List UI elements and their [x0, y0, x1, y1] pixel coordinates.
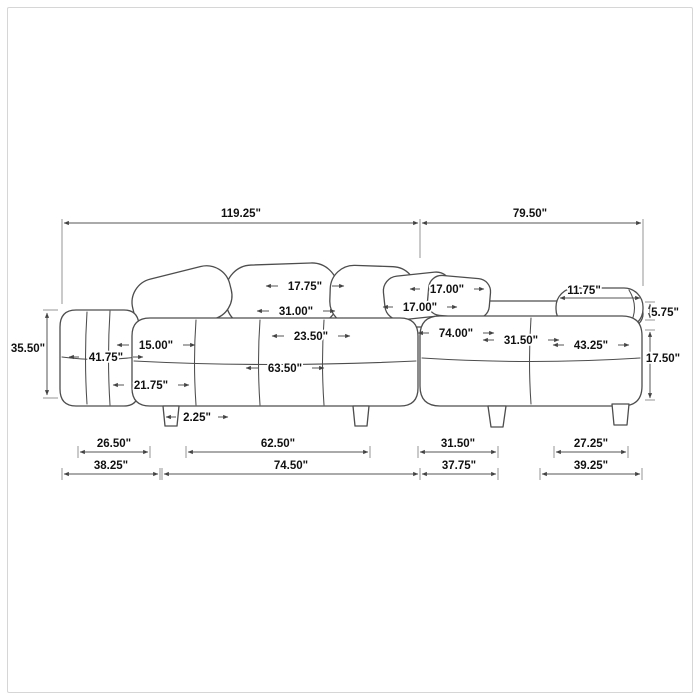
dim-label: 2.25" [183, 412, 211, 424]
dim-left-base-width: 38.25" [61, 458, 161, 480]
dim-label: 15.00" [139, 340, 173, 352]
dim-top-span-right: 79.50" [421, 206, 642, 226]
dim-label: 74.00" [439, 328, 473, 340]
dim-label: 26.50" [97, 438, 131, 450]
dim-label: 17.75" [288, 281, 322, 293]
dim-chaise-width-top: 31.50" [482, 333, 560, 349]
dim-overall-height: 35.50" [9, 309, 58, 399]
dim-back-rail-height: 5.75" [645, 301, 681, 321]
dim-label: 21.75" [134, 380, 168, 392]
dim-chaise-front-width: 27.25" [553, 436, 629, 458]
dim-label: 119.25" [221, 208, 261, 220]
seat-base [131, 317, 419, 407]
chaise-leg-left [487, 405, 507, 428]
dim-chaise-leg-span: 31.50" [417, 436, 499, 458]
dim-left-section-width: 74.50" [161, 458, 421, 480]
dim-label: 79.50" [513, 208, 547, 220]
dim-label: 41.75" [89, 352, 123, 364]
left-arm [59, 309, 140, 407]
sofa-leg-front-mid [352, 405, 370, 427]
dim-lumbar-pillow-b: 17.00" [382, 300, 458, 316]
dim-seat-to-floor: 17.50" [644, 329, 682, 401]
dim-arm-height-inner: 15.00" [116, 338, 196, 354]
dimension-annotations: 119.25" 79.50" 35.50" 26.50" [9, 206, 682, 480]
dim-chaise-base-width: 37.75" [421, 458, 499, 480]
dim-label: 63.50" [268, 363, 302, 375]
dim-label: 39.25" [574, 460, 608, 472]
dim-label: 74.50" [274, 460, 308, 472]
dim-chaise-cushion-width: 43.25" [552, 338, 630, 354]
dim-back-width: 31.00" [256, 304, 336, 320]
dim-label: 27.25" [574, 438, 608, 450]
dim-label: 23.50" [294, 331, 328, 343]
dim-label: 31.50" [441, 438, 475, 450]
dim-label: 17.00" [403, 302, 437, 314]
left-arm-seam [107, 310, 111, 406]
chaise-leg-right [611, 403, 630, 426]
dim-seat-depth: 23.50" [271, 329, 351, 345]
seat-seam [321, 319, 325, 406]
dim-label: 43.25" [574, 340, 608, 352]
dim-label: 31.00" [279, 306, 313, 318]
dim-lumbar-pillow-a: 17.00" [409, 282, 485, 298]
dim-arm-base-width: 26.50" [77, 436, 151, 458]
dim-leg-inset: 2.25" [165, 410, 229, 426]
dim-arm-height: 41.75" [68, 350, 144, 366]
dim-label: 38.25" [94, 460, 128, 472]
dim-label: 17.00" [430, 284, 464, 296]
dim-leg-span-left: 62.50" [185, 436, 371, 458]
sofa-leg-front-left [162, 405, 180, 427]
dim-back-pillow-width: 17.75" [265, 279, 345, 295]
dim-label: 62.50" [261, 438, 295, 450]
dim-label: 31.50" [504, 335, 538, 347]
dim-bolster-length: 11.75" [559, 283, 641, 301]
dim-label: 37.75" [442, 460, 476, 472]
left-arm-seam [84, 311, 88, 405]
dim-right-base-width: 39.25" [539, 458, 643, 480]
seat-seam [257, 319, 261, 406]
chaise-seam [421, 357, 641, 363]
dim-seat-width: 63.50" [245, 361, 325, 377]
dim-label: 35.50" [11, 343, 45, 355]
seat-seam [193, 319, 197, 406]
dim-label: 17.50" [646, 353, 680, 365]
seat-seam [133, 360, 417, 366]
dim-label: 11.75" [567, 285, 601, 297]
dim-label: 5.75" [651, 307, 679, 319]
dim-seat-height: 21.75" [112, 378, 190, 394]
dim-chaise-length: 74.00" [417, 326, 495, 342]
dim-top-span-left: 119.25" [63, 206, 419, 226]
